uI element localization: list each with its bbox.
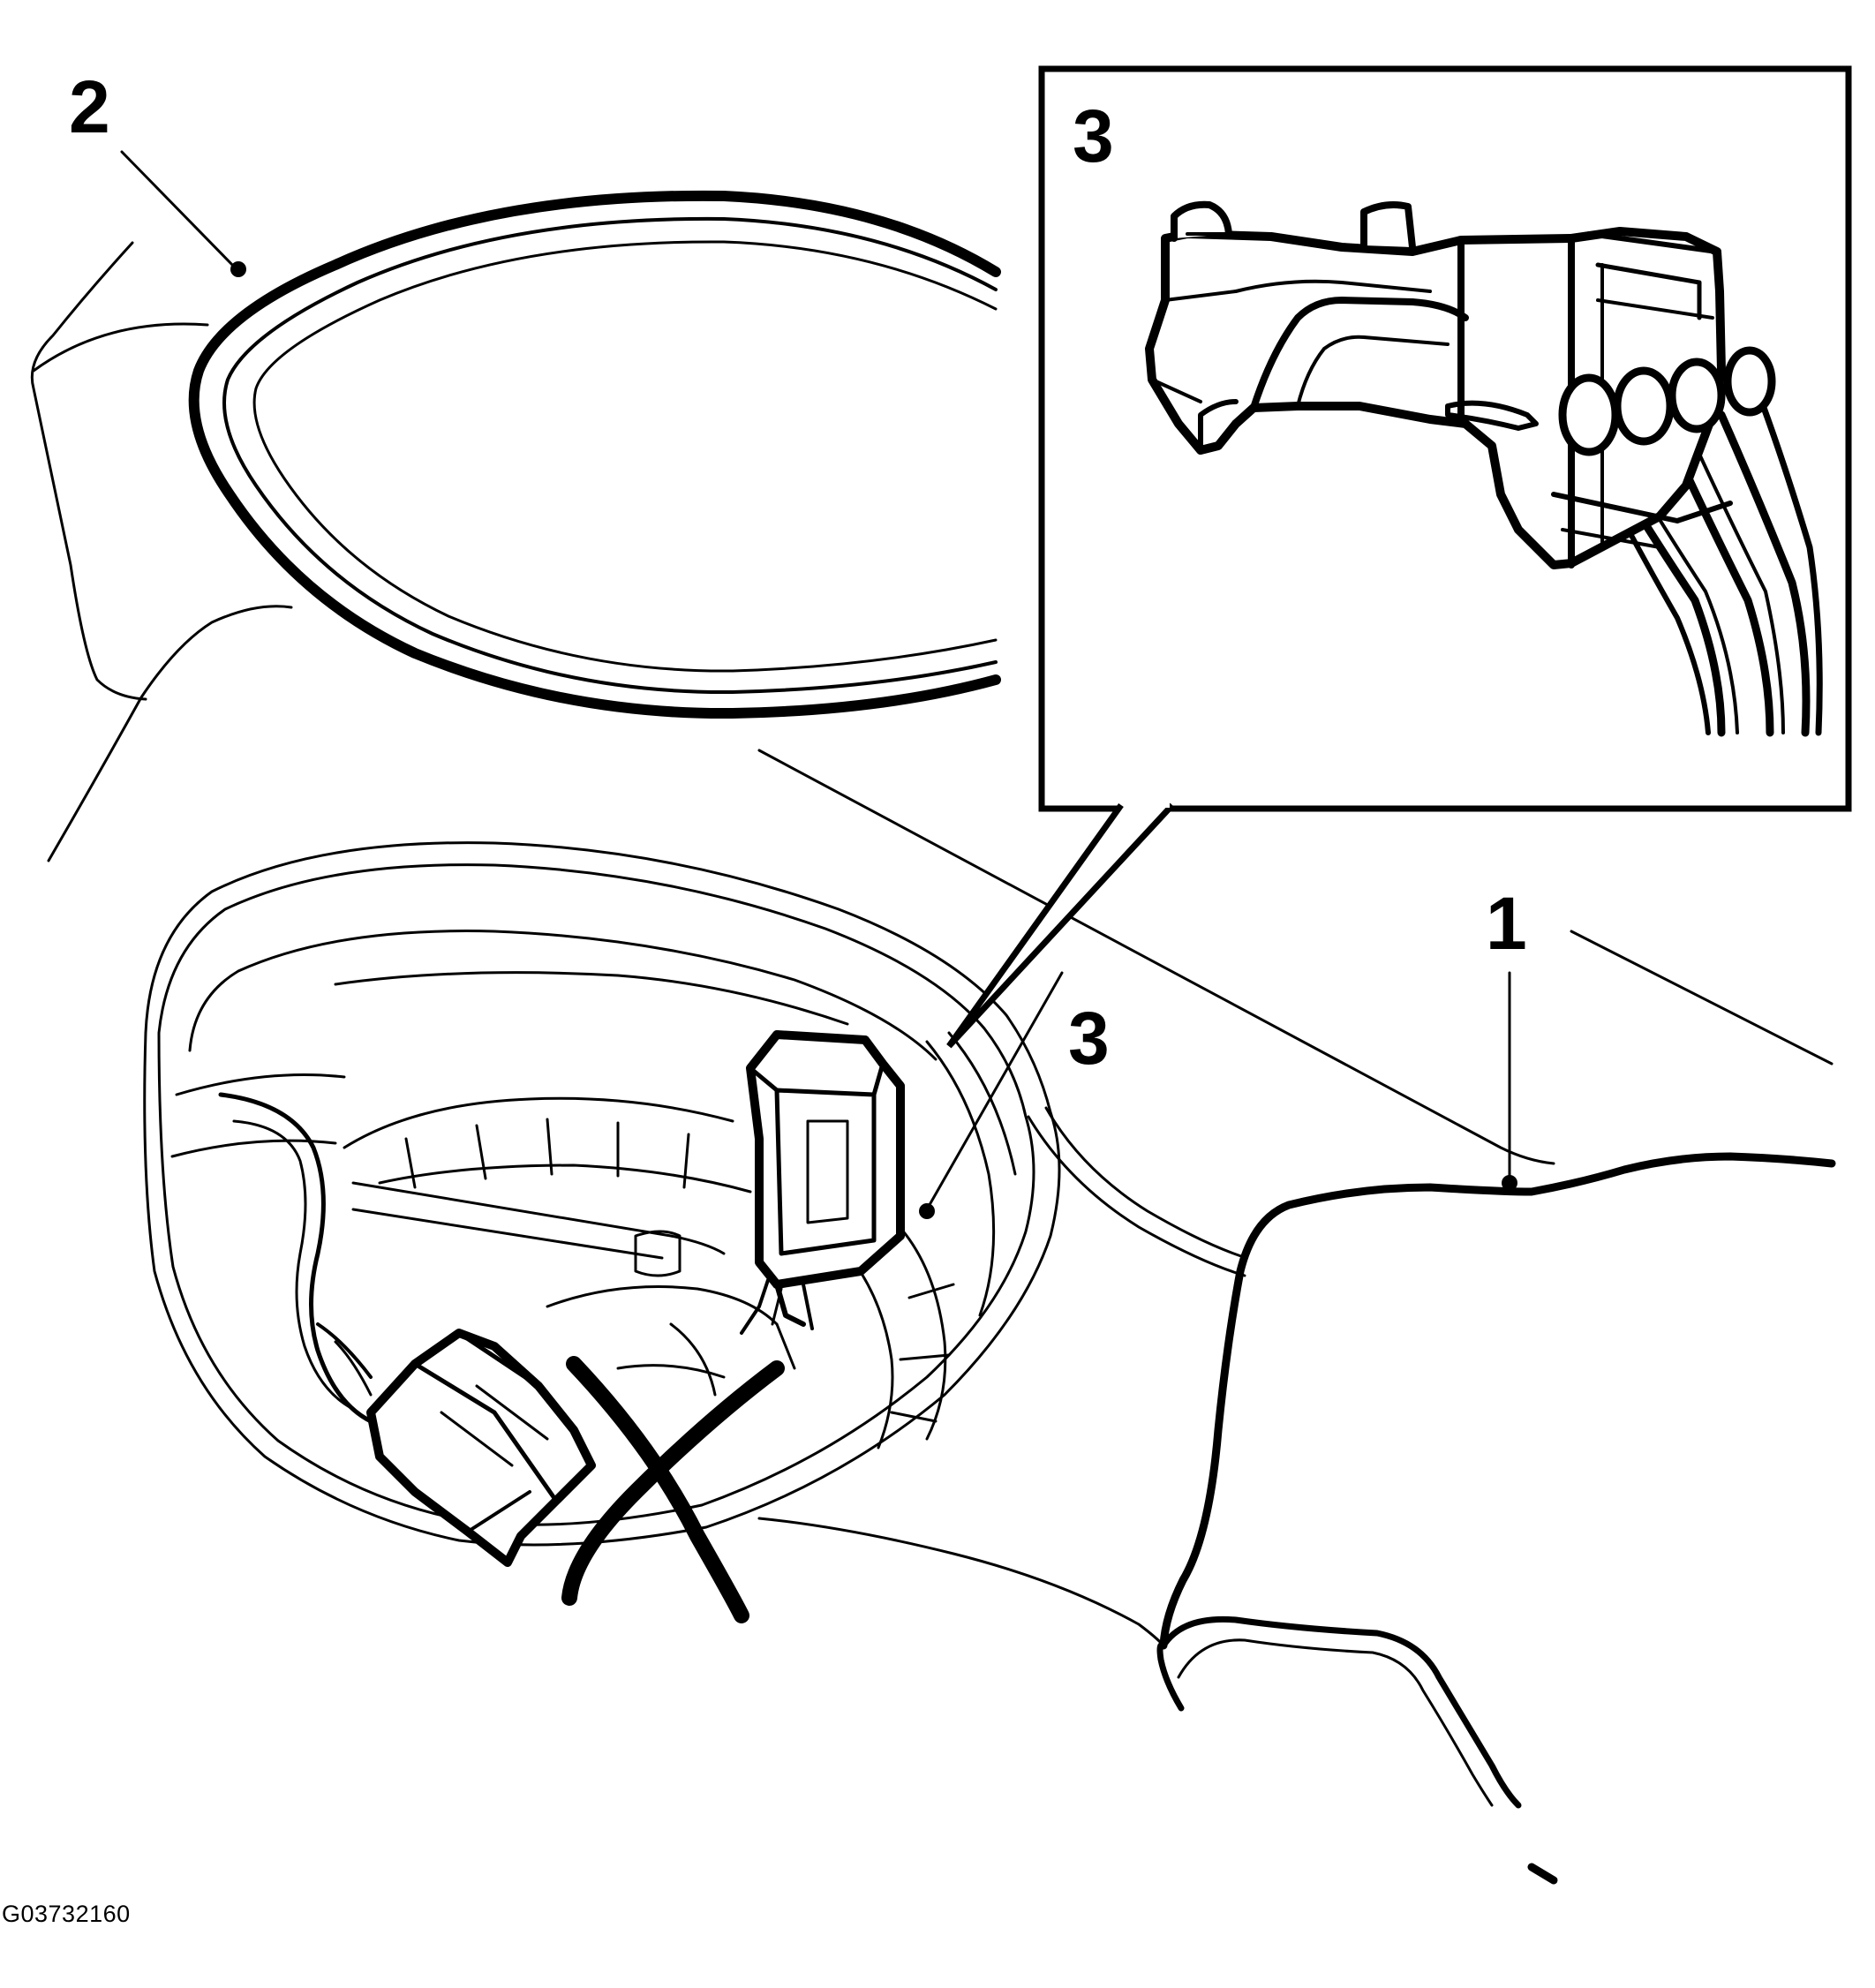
connector-leader-dot [919,1203,935,1219]
old-connector [316,1322,596,1567]
leader-dots [230,261,1517,1219]
inset-frame [1038,65,1852,812]
inset-connector [1145,200,1823,737]
figure-code: G03732160 [2,1901,131,1927]
tank-leader-dot [1502,1175,1517,1191]
pump-connector [740,1030,905,1335]
pointer-gap [1124,799,1170,808]
seal-leader-dot [230,261,246,277]
callout-seal: 2 [69,65,110,148]
tank-left-body [30,241,1834,1165]
inset-pointer [946,802,1175,1049]
seal-ring [188,190,1001,719]
pump-module-interior [170,930,1017,1450]
leader-lines [120,150,1511,1211]
x-mark [561,1356,785,1623]
callout-connector-main: 3 [1068,997,1110,1080]
tank-outline [757,1152,1836,1885]
pump-flange [143,841,1248,1547]
callout-tank: 1 [1486,882,1527,965]
callout-connector-inset: 3 [1073,94,1114,177]
